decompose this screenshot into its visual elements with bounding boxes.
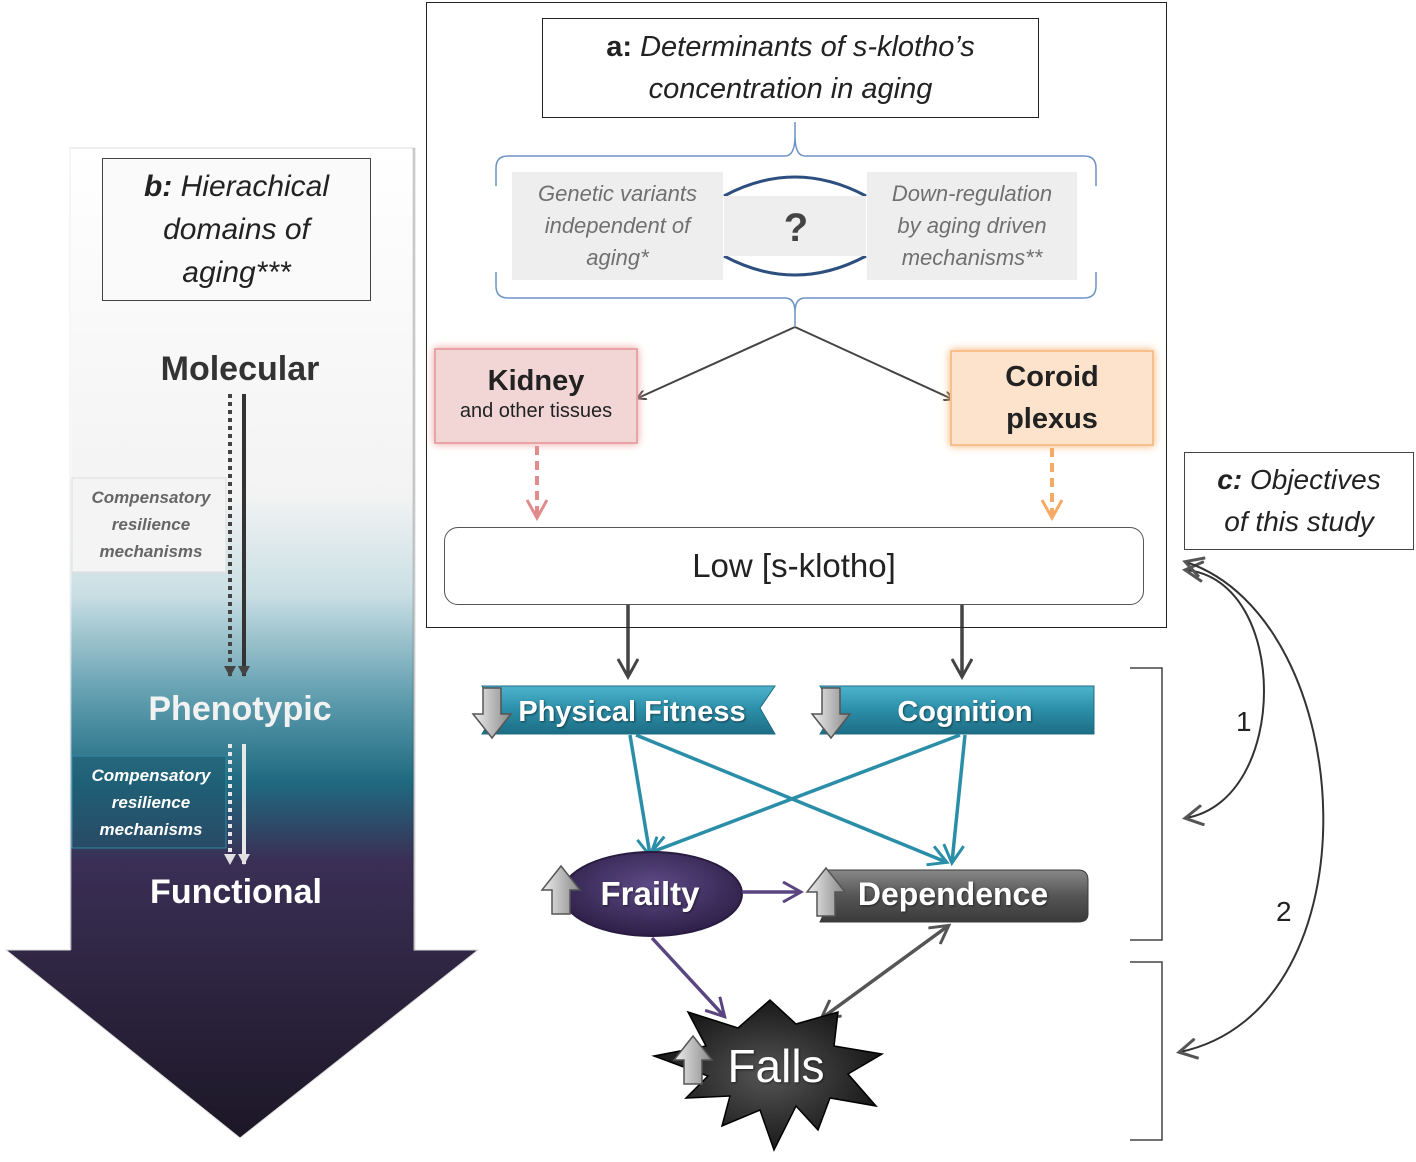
low-sklotho-box: Low [s-klotho]	[444, 527, 1144, 605]
coroid-line: plexus	[1006, 403, 1098, 435]
downregulation-box: Down-regulation by aging driven mechanis…	[867, 172, 1077, 280]
falls-up-icon	[672, 1034, 714, 1085]
objective-1-number: 1	[1236, 706, 1252, 737]
unknown-question-mark: ?	[783, 206, 809, 250]
compensatory-line: Compensatory	[91, 766, 211, 785]
panel-a-title-line1: Determinants of s-klotho’s	[640, 31, 975, 63]
panel-b-title-line: aging***	[182, 256, 291, 289]
dependence-falls-bidirectional-arrow	[822, 926, 948, 1018]
level-molecular: Molecular	[160, 350, 320, 388]
bracket-upper	[1130, 667, 1163, 941]
panel-c-letter: c:	[1217, 464, 1243, 495]
compensatory-line: mechanisms	[99, 542, 203, 561]
panel-b-title-line: Hierachical	[180, 170, 330, 203]
cognition-down-icon	[810, 687, 852, 740]
frailty-to-falls-arrow	[650, 936, 724, 1016]
fitness-down-icon	[471, 687, 513, 740]
objective-2-number: 2	[1276, 896, 1292, 927]
downreg-line: mechanisms**	[901, 245, 1043, 270]
objective-2-arc	[1180, 562, 1325, 1052]
frailty-up-icon	[540, 864, 582, 915]
cognition-to-frailty-arrow	[652, 733, 961, 852]
level-phenotypic: Phenotypic	[148, 690, 332, 728]
dependence-label: Dependence	[857, 876, 1049, 912]
compensatory-ribbon-2	[71, 755, 227, 849]
determinants-brace-bottom	[495, 272, 1097, 326]
frailty-label: Frailty	[600, 875, 700, 912]
panel-c-title-line2: of this study	[1224, 506, 1374, 537]
compensatory-line: resilience	[111, 515, 191, 534]
unknown-interaction-arcs	[723, 175, 867, 277]
determinants-brace	[495, 122, 1097, 186]
compensatory-ribbon-1	[71, 477, 227, 573]
panel-a-title-line2: concentration in aging	[648, 73, 933, 105]
downreg-line: by aging driven	[897, 213, 1047, 238]
panel-b-title-line: domains of	[163, 213, 310, 246]
coroid-line: Coroid	[1005, 361, 1099, 393]
panel-a-letter: a:	[606, 31, 632, 63]
kidney-title: Kidney	[487, 365, 585, 397]
objective-1-arc	[1186, 570, 1265, 818]
genetic-variants-box: Genetic variants independent of aging*	[512, 172, 723, 280]
arrow-to-kidney	[638, 326, 796, 398]
panel-b-title: b: Hierachical domains of aging***	[102, 158, 371, 301]
cognition-label: Cognition	[897, 696, 1033, 728]
falls-label: Falls	[727, 1040, 825, 1092]
cognition-to-dependence-arrow	[952, 734, 967, 862]
physical-fitness-label: Physical Fitness	[518, 696, 746, 728]
panel-c-title-line1: Objectives	[1249, 464, 1381, 495]
compensatory-label-2: Compensatory resilience mechanisms	[76, 762, 226, 843]
downreg-line: Down-regulation	[891, 181, 1053, 206]
compensatory-line: Compensatory	[91, 488, 211, 507]
kidney-box: Kidney and other tissues	[434, 348, 638, 444]
kidney-subtitle: and other tissues	[459, 400, 613, 422]
coroid-plexus-box: Coroid plexus	[950, 350, 1154, 446]
panel-b-letter: b:	[143, 170, 173, 203]
genetic-line: aging*	[586, 245, 649, 270]
panel-c-title: c: Objectives of this study	[1184, 452, 1414, 550]
dependence-box	[819, 869, 1089, 923]
compensatory-line: resilience	[111, 793, 191, 812]
level-functional: Functional	[150, 873, 322, 911]
fitness-to-frailty-arrow	[628, 734, 650, 855]
compensatory-label-1: Compensatory resilience mechanisms	[76, 484, 226, 565]
panel-a-frame	[426, 2, 1167, 628]
genetic-line: Genetic variants	[538, 181, 697, 206]
arrow-to-coroid	[794, 326, 952, 399]
panel-a-title: a: Determinants of s-klotho’s concentrat…	[542, 18, 1039, 118]
compensatory-line: mechanisms	[99, 820, 203, 839]
dependence-up-icon	[805, 866, 847, 917]
bracket-lower	[1130, 961, 1163, 1141]
genetic-line: independent of	[544, 213, 691, 238]
